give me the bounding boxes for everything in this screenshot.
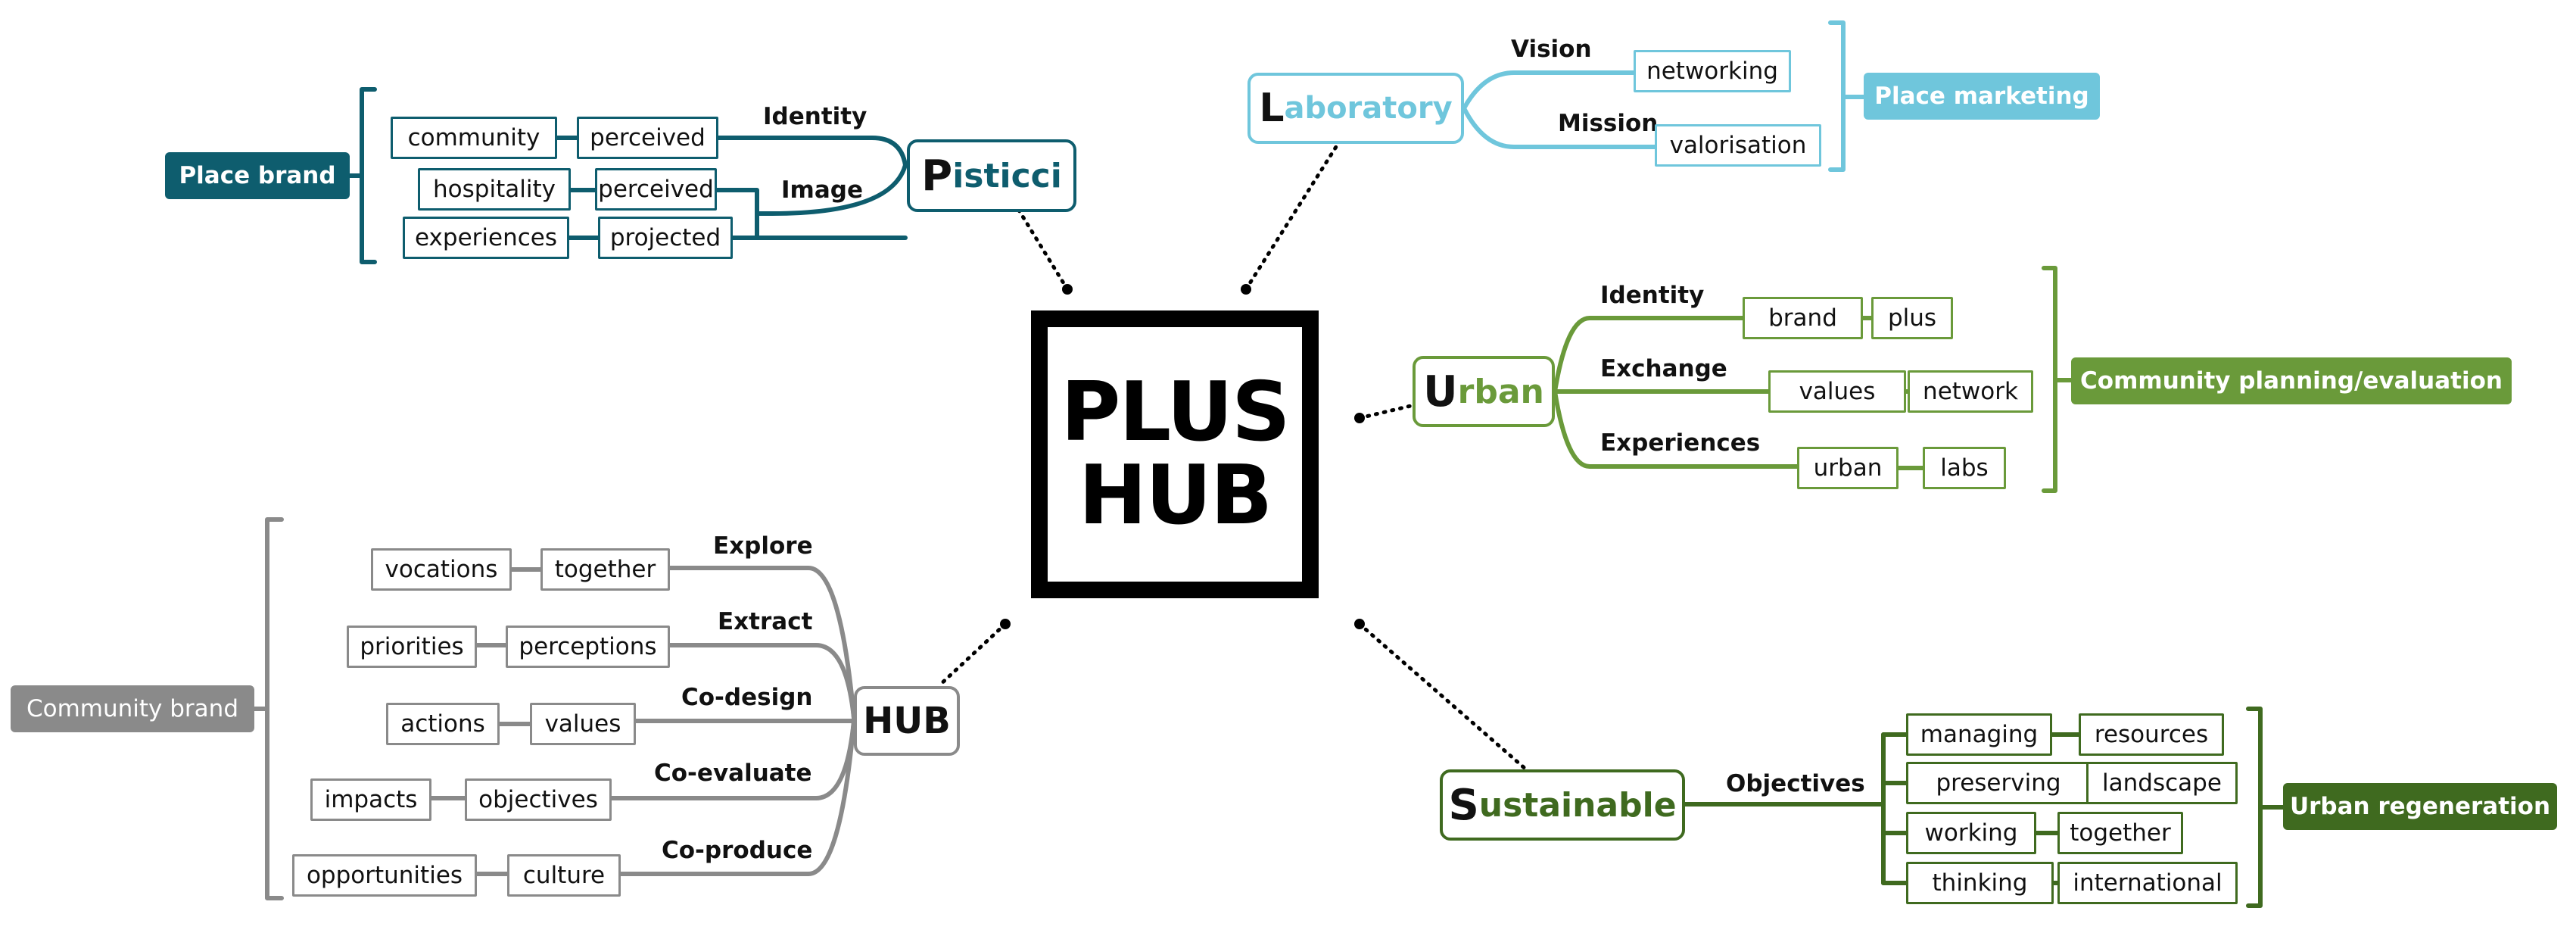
hub-explore-label: Explore: [713, 532, 813, 560]
arrow-to-sustainable: [1357, 622, 1528, 772]
hub-node: HUB: [854, 686, 960, 756]
pisticci-rest: isticci: [952, 156, 1062, 195]
urban-lines: [1553, 266, 2073, 493]
arrow-to-hub: [936, 622, 1008, 688]
urban-experiences-label: Experiences: [1600, 429, 1761, 457]
place-marketing-tag: Place marketing: [1864, 73, 2100, 120]
laboratory-rest: aboratory: [1284, 91, 1453, 126]
center-arrows: [936, 139, 1528, 772]
arrow-to-laboratory: [1244, 139, 1342, 292]
word-box: thinking: [1906, 862, 2054, 904]
word-box: resources: [2079, 713, 2224, 756]
word-box: together: [2057, 812, 2183, 854]
plus-hub-center: PLUS HUB: [1031, 310, 1319, 598]
urban-exchange-label: Exchange: [1600, 355, 1727, 382]
word-box: perceived: [595, 168, 717, 211]
word-box: preserving: [1906, 762, 2091, 804]
word-box: opportunities: [292, 854, 477, 897]
word-box: objectives: [465, 778, 612, 821]
urban-first-letter: U: [1423, 367, 1458, 417]
center-line1: PLUS: [1061, 364, 1291, 460]
word-box: vocations: [371, 548, 512, 591]
word-box: working: [1906, 812, 2036, 854]
word-box: networking: [1634, 50, 1791, 92]
word-box: perceived: [577, 117, 718, 159]
place-brand-tag: Place brand: [165, 152, 350, 199]
word-box: values: [1768, 370, 1906, 413]
center-line2: HUB: [1078, 448, 1272, 543]
word-box: valorisation: [1655, 124, 1821, 167]
pisticci-image-label: Image: [781, 176, 863, 204]
sustainable-objectives-label: Objectives: [1726, 770, 1865, 797]
word-box: hospitality: [418, 168, 571, 211]
urban-rest: rban: [1457, 372, 1544, 411]
pisticci-identity-label: Identity: [763, 103, 867, 130]
word-box: urban: [1797, 447, 1899, 489]
word-box: labs: [1923, 447, 2006, 489]
word-box: values: [530, 703, 636, 745]
urban-regeneration-tag: Urban regeneration: [2283, 783, 2557, 830]
sustainable-rest: ustainable: [1478, 785, 1677, 825]
laboratory-vision-label: Vision: [1511, 36, 1592, 63]
word-box: international: [2057, 862, 2238, 904]
word-box: priorities: [347, 626, 477, 668]
word-box: actions: [386, 703, 500, 745]
word-box: landscape: [2086, 762, 2238, 804]
pisticci-lines: [347, 87, 908, 264]
word-box: culture: [507, 854, 621, 897]
hub-coevaluate-label: Co-evaluate: [654, 760, 812, 787]
laboratory-lines: [1462, 20, 1866, 172]
word-box: community: [391, 117, 557, 159]
word-box: managing: [1906, 713, 2052, 756]
laboratory-first-letter: L: [1259, 86, 1285, 131]
word-box: plus: [1871, 297, 1953, 339]
hub-extract-label: Extract: [718, 608, 813, 635]
urban-identity-label: Identity: [1600, 282, 1705, 309]
laboratory-mission-label: Mission: [1558, 110, 1659, 137]
word-box: brand: [1743, 297, 1863, 339]
hub-lines: [252, 517, 856, 900]
sustainable-first-letter: S: [1448, 780, 1479, 830]
word-box: perceptions: [506, 626, 670, 668]
word-box: experiences: [403, 217, 569, 259]
hub-codesign-label: Co-design: [681, 684, 813, 711]
word-box: network: [1908, 370, 2033, 413]
community-planning-tag: Community planning/evaluation: [2071, 357, 2512, 404]
hub-coproduce-label: Co-produce: [662, 837, 813, 864]
arrow-to-urban: [1357, 402, 1419, 420]
word-box: projected: [598, 217, 733, 259]
word-box: together: [540, 548, 670, 591]
arrow-to-pisticci: [1016, 207, 1070, 292]
community-brand-tag: Community brand: [11, 685, 254, 732]
pisticci-first-letter: P: [921, 151, 953, 201]
word-box: impacts: [310, 778, 431, 821]
